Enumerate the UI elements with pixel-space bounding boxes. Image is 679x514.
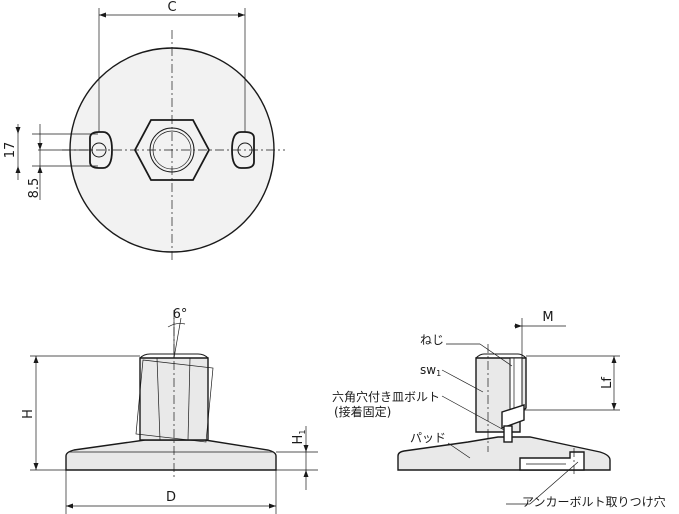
dimension-slot-width: 17 8.5 xyxy=(3,124,98,200)
dimension-h: H xyxy=(21,355,140,471)
dimension-d: D xyxy=(65,470,277,514)
pad-label: パッド xyxy=(410,431,446,445)
callout-sw1: sw1 xyxy=(420,363,484,393)
dimension-c: C xyxy=(98,0,246,132)
anchor-hole xyxy=(519,451,585,471)
dimension-m: M xyxy=(514,310,566,358)
thread-label: ねじ xyxy=(420,333,444,347)
callout-thread: ねじ xyxy=(420,333,513,367)
angle-label: 6° xyxy=(173,307,188,322)
dim-c-label: C xyxy=(167,0,176,15)
dim-lf-label: Lf xyxy=(600,377,615,389)
dim-h1-label: H1 xyxy=(291,430,307,445)
bolt-label-2: (接着固定) xyxy=(334,404,391,419)
dim-17-label: 17 xyxy=(3,142,18,159)
callout-anchor: アンカーボルト取りつけ穴 xyxy=(506,461,666,509)
hex-nut-top xyxy=(133,119,211,181)
callout-bolt: 六角穴付き皿ボルト (接着固定) xyxy=(332,389,505,431)
bolt-shank xyxy=(503,425,513,443)
top-view: C 17 8.5 xyxy=(3,0,285,262)
dimension-h1: H1 xyxy=(276,426,318,490)
dimension-lf: Lf xyxy=(524,355,620,411)
hex-body xyxy=(135,353,214,443)
countersunk-bolt xyxy=(501,404,525,429)
dim-8-5-label: 8.5 xyxy=(27,178,42,199)
dim-d-label: D xyxy=(166,490,176,505)
sw1-label: sw1 xyxy=(420,363,441,378)
section-view: M Lf ねじ sw1 六角穴付き皿ボルト (接着固定) パッド xyxy=(332,310,666,509)
anchor-label: アンカーボルト取りつけ穴 xyxy=(522,494,666,509)
right-slot-hole xyxy=(231,131,255,169)
bolt-label-1: 六角穴付き皿ボルト xyxy=(332,389,440,404)
front-view: 6° H H1 D xyxy=(21,307,318,514)
dim-h-label: H xyxy=(21,409,36,419)
callout-pad: パッド xyxy=(410,431,471,459)
dim-m-label: M xyxy=(542,310,553,325)
angle-6deg: 6° xyxy=(167,307,188,359)
base-plate xyxy=(65,439,277,471)
